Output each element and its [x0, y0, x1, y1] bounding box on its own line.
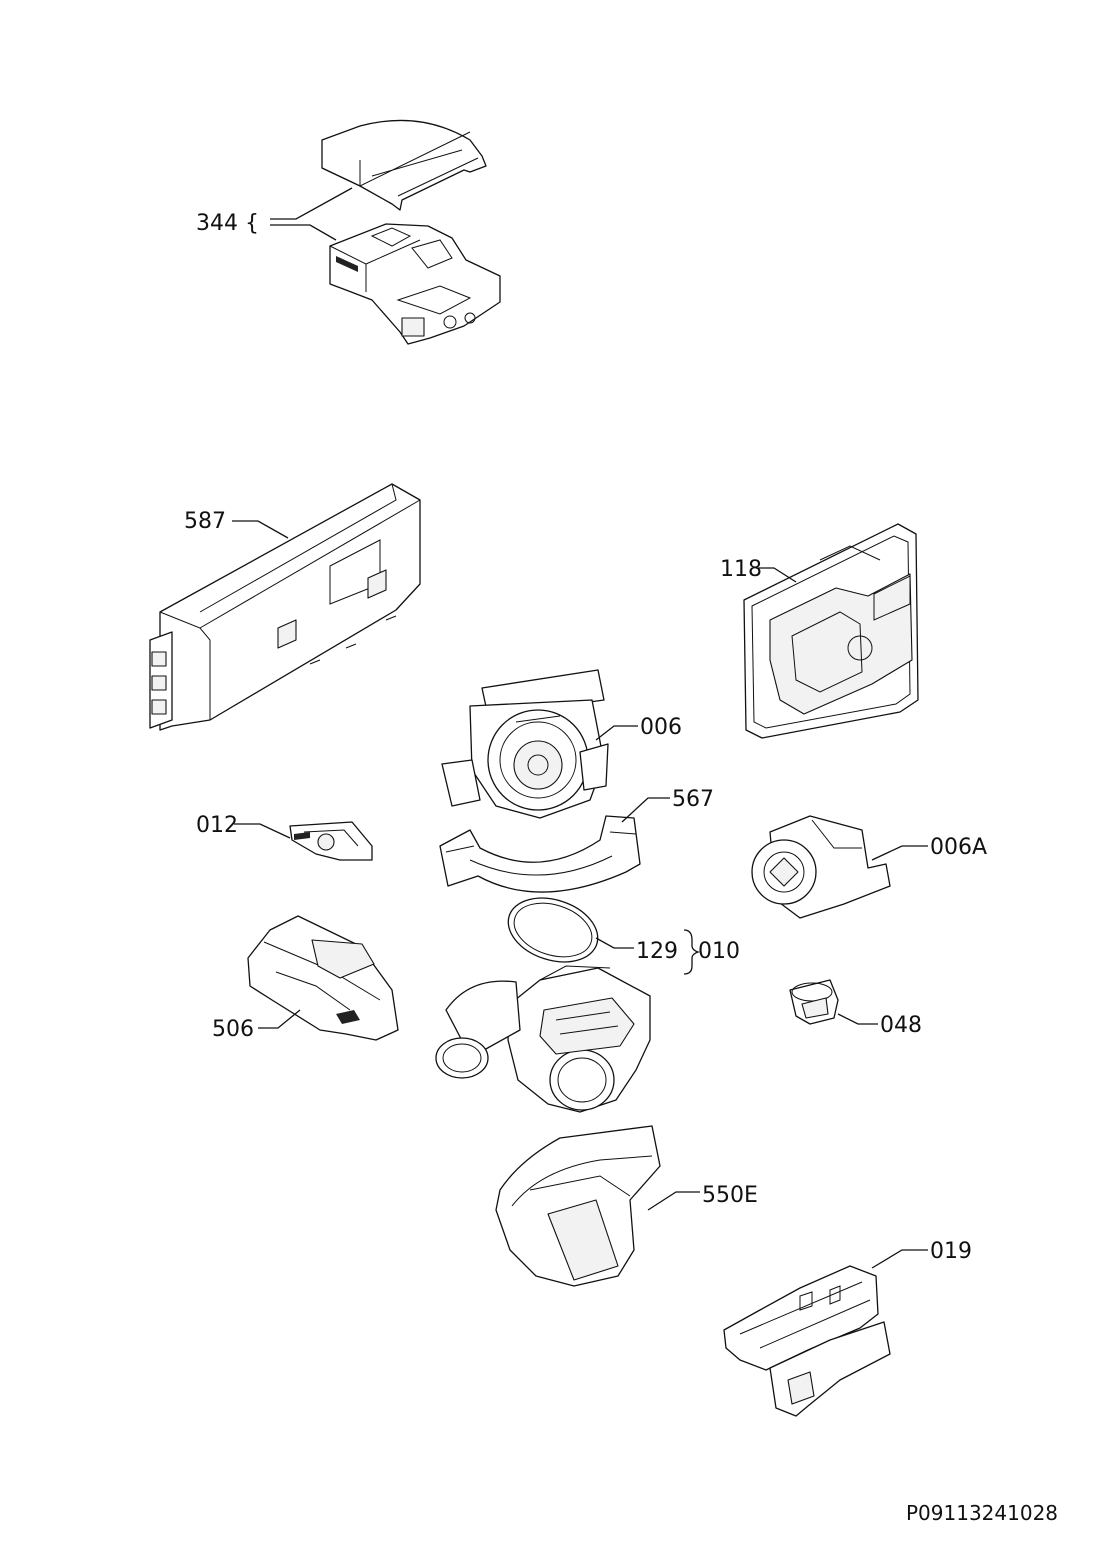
- part-010-heater-pump: [435, 965, 651, 1113]
- callout-118: 118: [720, 557, 797, 583]
- label-118: 118: [720, 557, 762, 582]
- label-550E: 550E: [702, 1183, 758, 1208]
- callout-344: 344 {: [196, 187, 353, 241]
- callout-550E: 550E: [647, 1183, 758, 1211]
- reference-code: P09113241028: [906, 1501, 1058, 1525]
- callout-129: 129: [595, 937, 678, 964]
- label-506: 506: [212, 1017, 254, 1042]
- part-587-control-box: [149, 483, 421, 731]
- label-048: 048: [880, 1013, 922, 1038]
- callout-567: 567: [621, 787, 714, 823]
- part-344-module-board: [329, 223, 501, 345]
- part-006-pump-head: [441, 669, 609, 819]
- callout-012: 012: [196, 813, 291, 839]
- part-048-sensor: [789, 979, 839, 1025]
- part-344-module-cover: [321, 119, 487, 211]
- part-567-bracket: [439, 815, 641, 893]
- label-587: 587: [184, 509, 226, 534]
- callout-019: 019: [871, 1239, 972, 1269]
- label-019: 019: [930, 1239, 972, 1264]
- label-344: 344 {: [196, 211, 259, 236]
- part-506-base: [247, 915, 399, 1041]
- callout-048: 048: [837, 1013, 922, 1038]
- callout-006A: 006A: [871, 835, 987, 861]
- part-019-switch: [723, 1265, 891, 1417]
- callout-006: 006: [595, 715, 682, 741]
- part-012-sensor: [289, 821, 373, 861]
- callout-587: 587: [184, 509, 289, 539]
- part-129-o-ring: [507, 897, 599, 963]
- label-129: 129: [636, 939, 678, 964]
- label-567: 567: [672, 787, 714, 812]
- callout-010: 010: [683, 929, 740, 975]
- part-006A-drain-pump: [751, 815, 891, 919]
- label-006: 006: [640, 715, 682, 740]
- part-550E-cover: [495, 1125, 661, 1287]
- label-006A: 006A: [930, 835, 987, 860]
- label-012: 012: [196, 813, 238, 838]
- part-118-dispenser: [743, 523, 919, 739]
- callout-506: 506: [212, 1009, 301, 1042]
- label-010: 010: [698, 939, 740, 964]
